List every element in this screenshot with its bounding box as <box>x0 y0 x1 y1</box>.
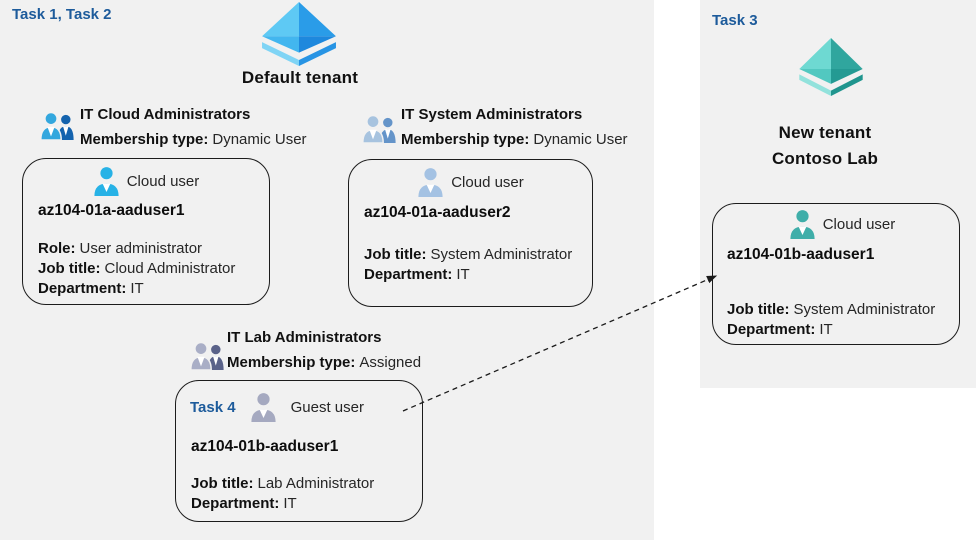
card-header: Cloud user <box>349 160 592 197</box>
user-name: az104-01b-aaduser1 <box>191 438 339 455</box>
card-header: Cloud user <box>23 159 269 196</box>
new-tenant-title: New tenant Contoso Lab <box>771 123 879 168</box>
user-card-cloud2: Cloud user az104-01a-aaduser2 Job title:… <box>348 159 593 307</box>
card-header: Cloud user <box>713 204 959 239</box>
membership-line: Membership type:Dynamic User <box>80 131 307 148</box>
user-card-cloud1: Cloud user az104-01a-aaduser1 Role:User … <box>22 158 270 305</box>
azure-ad-tenant-icon <box>262 2 336 66</box>
user-details: Job title:System Administrator Departmen… <box>364 246 573 283</box>
guest-user-icon <box>250 393 276 422</box>
user-card-newtenant: Cloud user az104-01b-aaduser1 Job title:… <box>712 203 960 345</box>
group-icon <box>362 114 396 143</box>
card-header: Task 4 Guest user <box>176 381 422 422</box>
default-tenant-title: Default tenant <box>241 68 359 87</box>
task-4-label: Task 4 <box>190 398 236 416</box>
task-1-2-label: Task 1, Task 2 <box>12 6 112 23</box>
group-cloud-admins: IT Cloud Administrators Membership type:… <box>80 102 307 152</box>
user-type-label: Cloud user <box>126 172 200 190</box>
default-tenant-panel <box>0 0 654 540</box>
group-name: IT System Administrators <box>401 106 583 123</box>
membership-line: Membership type:Assigned <box>227 354 422 371</box>
membership-line: Membership type:Dynamic User <box>401 131 628 148</box>
group-system-admins: IT System Administrators Membership type… <box>401 102 628 152</box>
task-3-label: Task 3 <box>712 12 758 29</box>
group-icon <box>190 341 224 370</box>
cloud-user-icon <box>790 210 815 239</box>
group-name: IT Lab Administrators <box>227 329 382 346</box>
user-type-label: Guest user <box>290 398 364 416</box>
user-name: az104-01a-aaduser2 <box>364 204 511 221</box>
user-card-guest: Task 4 Guest user az104-01b-aaduser1 Job… <box>175 380 423 522</box>
user-type-label: Cloud user <box>451 173 524 191</box>
user-type-label: Cloud user <box>822 215 896 233</box>
user-name: az104-01b-aaduser1 <box>727 246 875 263</box>
user-details: Job title:Lab Administrator Department:I… <box>191 475 375 512</box>
group-lab-admins: IT Lab Administrators Membership type:As… <box>227 325 421 375</box>
user-details: Role:User administrator Job title:Cloud … <box>38 240 236 297</box>
cloud-user-icon <box>418 168 443 197</box>
group-name: IT Cloud Administrators <box>80 106 251 123</box>
user-details: Job title:System Administrator Departmen… <box>727 301 936 338</box>
group-icon <box>40 111 74 140</box>
cloud-user-icon <box>94 167 119 196</box>
azure-ad-tenant-icon <box>799 38 863 96</box>
user-name: az104-01a-aaduser1 <box>38 202 185 219</box>
